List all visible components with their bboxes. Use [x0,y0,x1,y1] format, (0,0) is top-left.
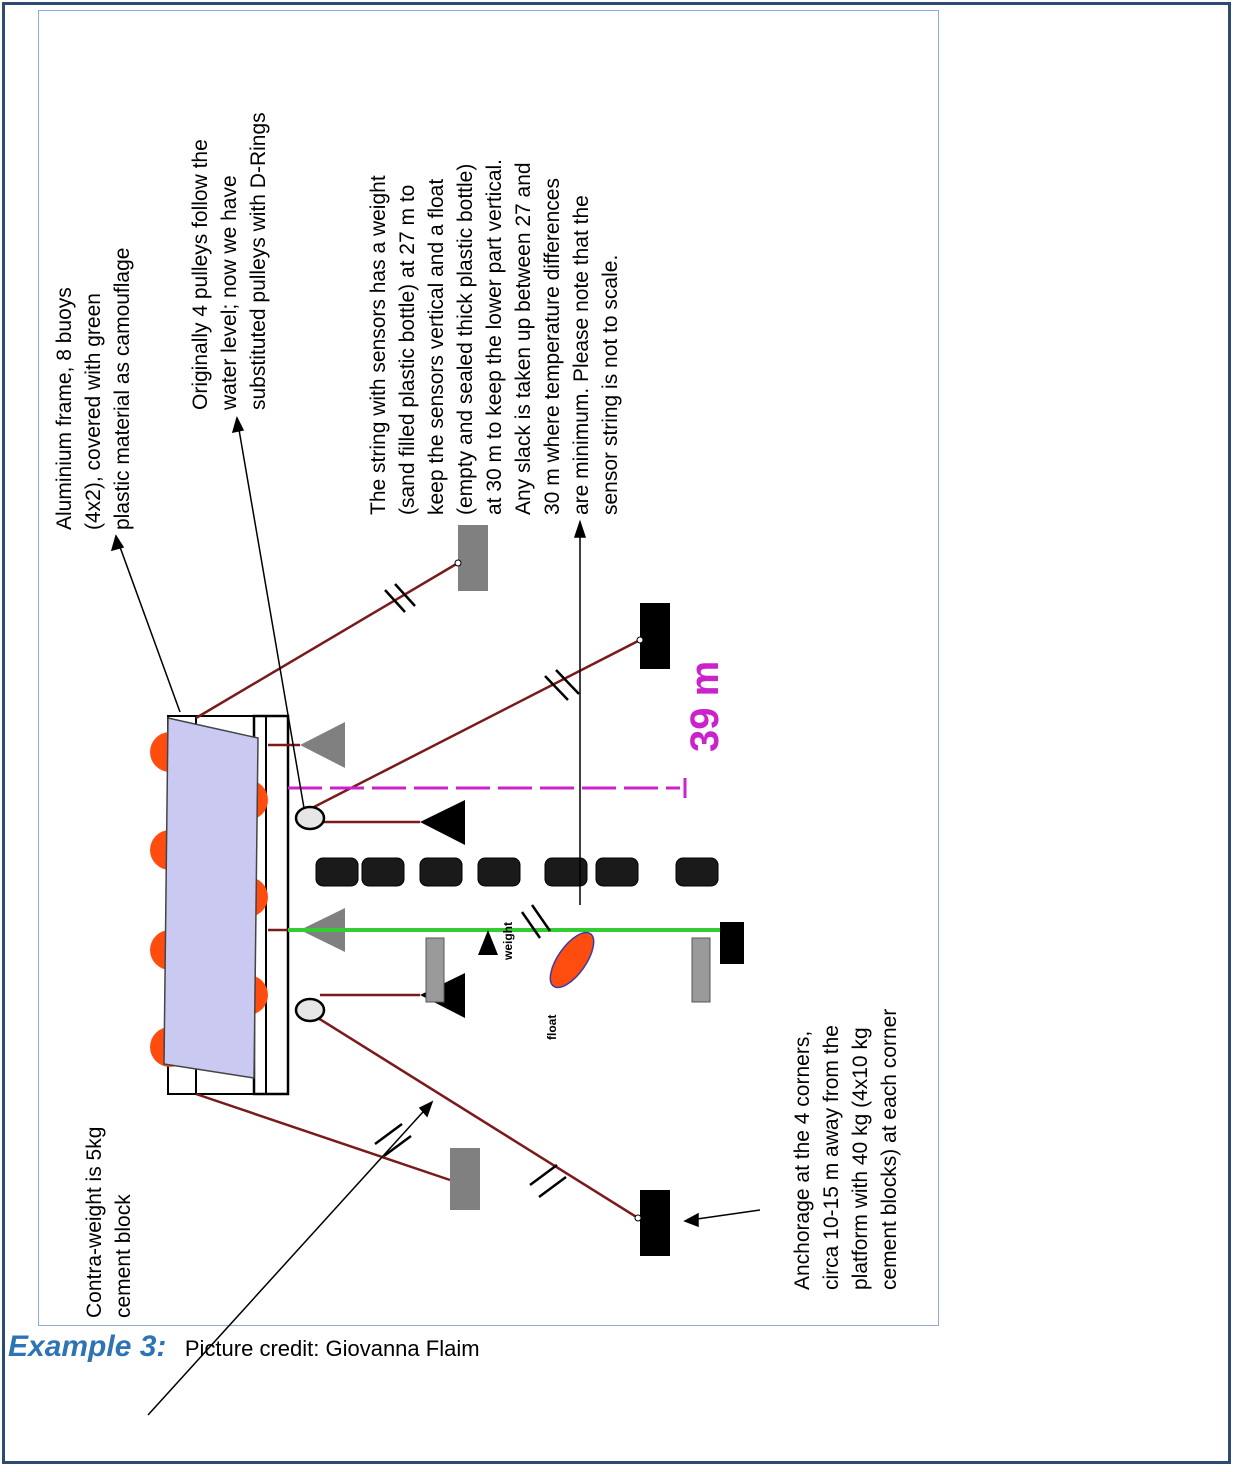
pulleys-annotation: Originally 4 pulleys follow the water le… [189,112,270,410]
anchorage-annotation: Anchorage at the 4 corners, circa 10-15 … [791,1008,901,1290]
anchor-block [450,1148,480,1210]
rope-break-marks [374,583,580,1199]
caption-label: Example 3: [8,1330,167,1363]
string-end-weight [720,922,744,964]
platform-frame [150,714,290,1096]
anchor-block [640,1190,670,1256]
caption-credit: Picture credit: Giovanna Flaim [184,1336,480,1361]
temperature-sensor [477,857,521,887]
string-annotation: The string with sensors has a weight (sa… [367,158,622,515]
pulley [294,805,326,831]
temperature-sensor [361,857,405,887]
contra-weight-annotation: Contra-weight is 5kg cement block [83,1126,135,1318]
data-logger [691,937,711,1003]
annotation-arrows [110,415,761,1416]
sensor-string [288,904,722,939]
string-weight [478,930,498,955]
anchor-block [458,525,488,591]
pulleys [294,805,326,1023]
temperature-sensor [419,857,463,887]
temperature-sensor [544,857,588,887]
camouflage-cover [163,717,259,1079]
figure-caption: Example 3: Picture credit: Giovanna Flai… [8,1330,480,1364]
data-logger [425,937,445,1003]
anchor-block [640,603,670,669]
contra-weight [300,722,345,768]
figure-box [38,10,939,1326]
string-float [549,931,595,989]
weight-label: weight [501,922,515,961]
float-label: float [545,1015,559,1040]
temperature-sensors [315,857,719,887]
contra-weight [420,800,465,845]
frame-annotation: Aluminium frame, 8 buoys (4x2), covered … [53,247,134,530]
mooring-ropes [195,561,641,1220]
pulley [294,997,326,1023]
data-loggers [425,937,711,1003]
depth-label: 39 m [683,661,727,752]
temperature-sensor [595,857,639,887]
anchor-blocks [450,525,670,1256]
temperature-sensor [315,857,359,887]
depth-marker [288,778,687,798]
temperature-sensor [675,857,719,887]
